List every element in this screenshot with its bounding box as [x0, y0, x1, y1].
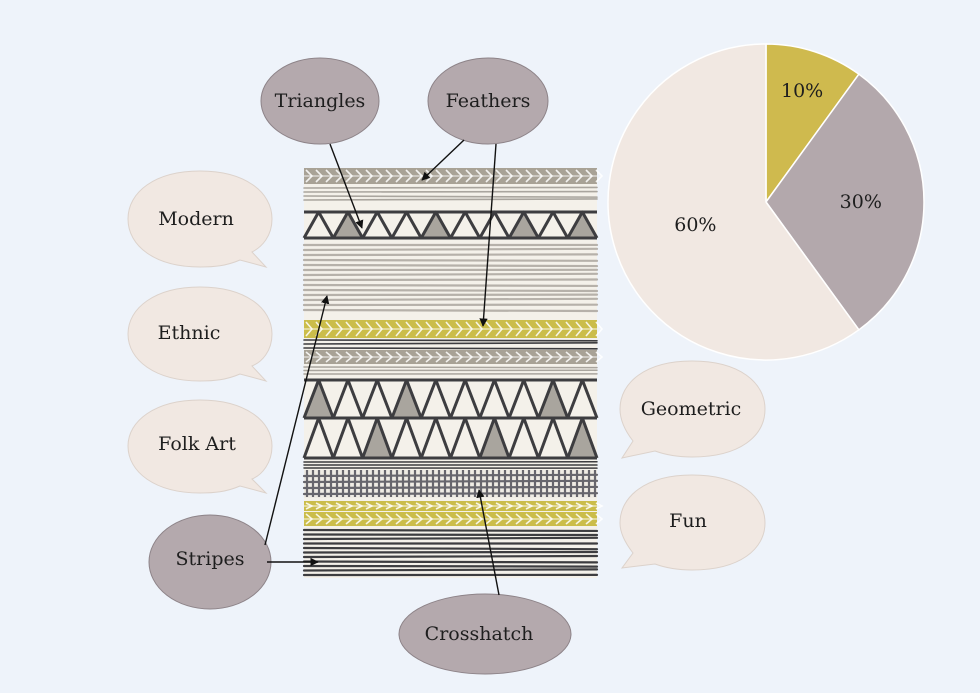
rug-mustard-feathers-1 [304, 321, 604, 337]
fun-bubble-shape [619, 474, 766, 571]
rug-mustard-feathers-3 [304, 513, 604, 525]
folk-art-bubble-shape [127, 399, 273, 494]
ethnic-bubble-shape [127, 286, 273, 382]
rug-triangle-row-1 [302, 210, 599, 240]
rug-thin-stripes [303, 366, 598, 375]
geometric-bubble-label: Geometric [640, 398, 742, 420]
rug-dark-stripes-2 [303, 461, 598, 469]
rug-pattern [302, 168, 604, 577]
feathers-label: Feathers [445, 90, 531, 112]
triangles-arrow [329, 143, 364, 229]
triangles-label: Triangles [274, 90, 366, 112]
feathers-arrow-1 [421, 139, 465, 181]
pie-slice-label: 30% [840, 191, 882, 213]
stripes-label: Stripes [175, 548, 245, 570]
rug-triangle-row-2 [302, 378, 599, 420]
rug-mustard-feathers-2 [304, 502, 604, 510]
ethnic-bubble-label: Ethnic [157, 322, 221, 344]
rug-crosshatch-ticks-1 [305, 470, 597, 488]
triangles-label-shape [260, 57, 380, 145]
rug-bottom-stripes [302, 528, 599, 577]
pie-slice-label: 60% [674, 214, 716, 236]
pie-slice [765, 43, 860, 205]
style-pie-chart: 10% 30% 60% [607, 43, 925, 361]
rug-grey-stripes [302, 243, 599, 313]
stripes-arrow-1 [264, 295, 330, 546]
rug-dark-stripes-1 [303, 339, 598, 350]
rug-grey-feathers-2 [304, 351, 604, 363]
modern-bubble-label: Modern [158, 208, 234, 230]
fun-bubble-label: Fun [669, 510, 707, 532]
rug-top-feathers [304, 169, 604, 183]
feathers-arrow-2 [479, 143, 497, 327]
crosshatch-label-shape [398, 593, 572, 675]
crosshatch-label: Crosshatch [424, 623, 534, 645]
pie-slice-label: 10% [781, 80, 823, 102]
folk-art-bubble-label: Folk Art [158, 433, 236, 455]
crosshatch-arrow [476, 489, 500, 596]
modern-bubble-shape [127, 170, 273, 268]
geometric-bubble-shape [619, 360, 766, 459]
rug-top-stripes [303, 186, 598, 201]
pie-slice [607, 43, 860, 361]
pie-slice [765, 73, 925, 331]
rug-triangle-row-3 [302, 416, 599, 460]
feathers-label-shape [427, 57, 549, 145]
